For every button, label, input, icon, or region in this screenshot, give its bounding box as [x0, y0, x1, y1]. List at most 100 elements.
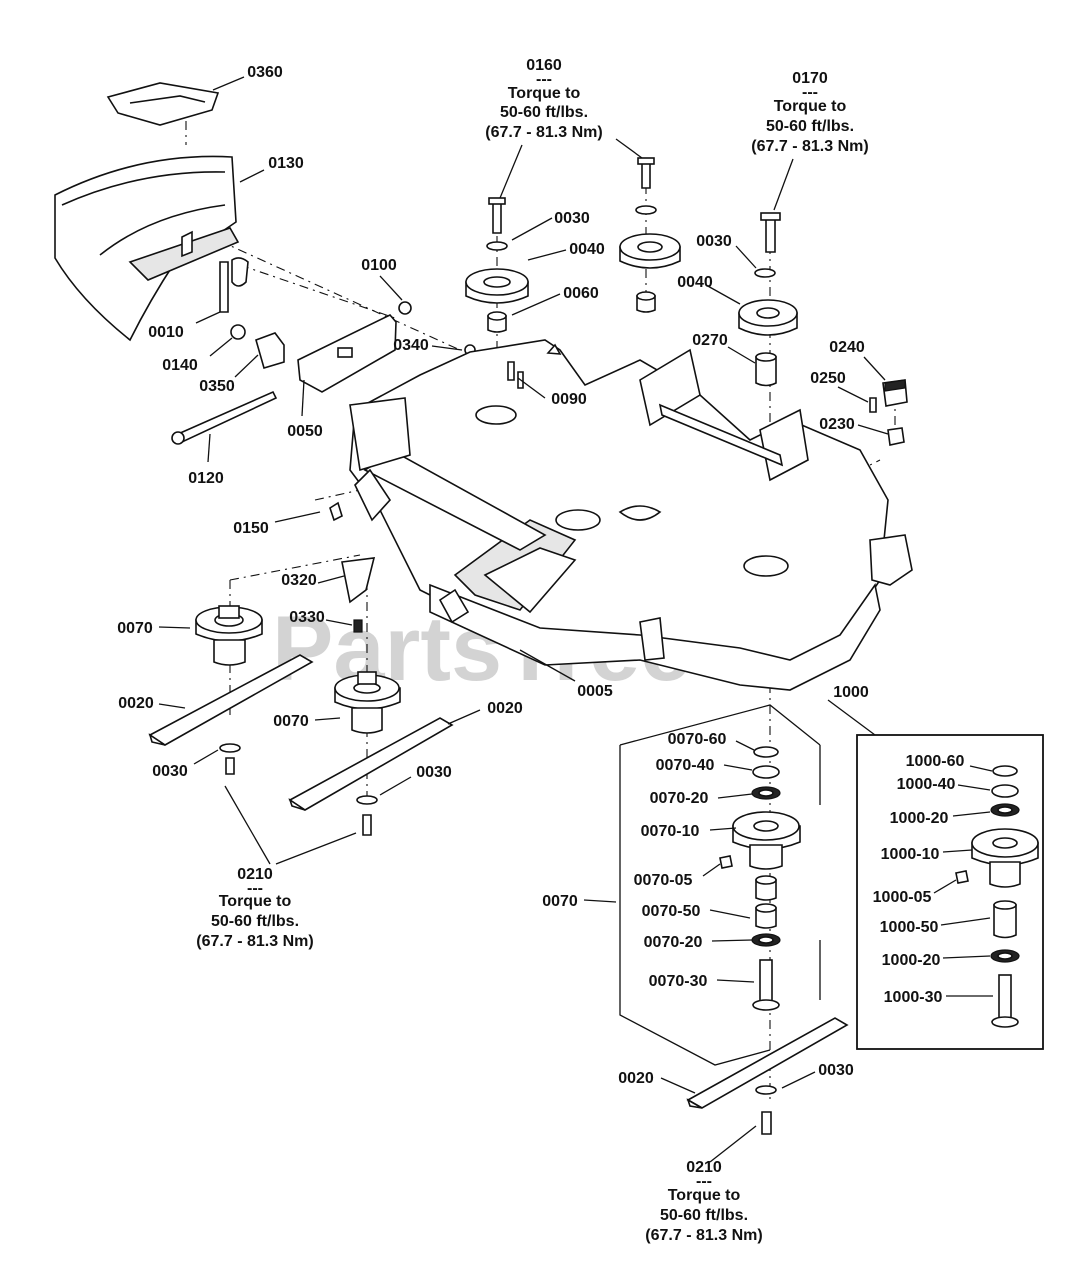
torque-0170-line2: 50-60 ft/lbs. — [766, 118, 854, 135]
callout-0210-b: 0210 — [686, 1159, 722, 1176]
callout-0010: 0010 — [148, 324, 184, 341]
bracket-0350 — [255, 332, 285, 369]
torque-0210a-line1: Torque to — [219, 893, 292, 910]
callout-0020-c: 0020 — [618, 1070, 654, 1087]
callout-0070-b: 0070 — [273, 713, 309, 730]
kit-1000-item: 1000-50 — [880, 919, 939, 936]
callout-0140: 0140 — [162, 357, 198, 374]
chute-spring — [231, 257, 249, 287]
callout-0100: 0100 — [361, 257, 397, 274]
kit-1000-item: 1000-20 — [890, 810, 949, 827]
bolt-0210-left — [225, 757, 235, 775]
callout-0330: 0330 — [289, 609, 325, 626]
callout-0030-e: 0030 — [818, 1062, 854, 1079]
washer-0030-left — [486, 241, 508, 251]
callout-0160: 0160 — [526, 57, 562, 74]
callout-0090: 0090 — [551, 391, 587, 408]
bolt-0210-center — [362, 814, 372, 836]
callout-0270: 0270 — [692, 332, 728, 349]
callout-0210-a: 0210 — [237, 866, 273, 883]
bolt-0150 — [329, 501, 343, 522]
bolt-0330 — [353, 619, 363, 633]
callout-0230: 0230 — [819, 416, 855, 433]
callout-0360: 0360 — [247, 64, 283, 81]
callout-0120: 0120 — [188, 470, 224, 487]
torque-0210b-line1: Torque to — [668, 1187, 741, 1204]
kit-1000-item: 1000-05 — [873, 889, 932, 906]
callout-0340: 0340 — [393, 337, 429, 354]
callout-0020-b: 0020 — [487, 700, 523, 717]
kit-0070-item: 0070-20 — [650, 790, 709, 807]
kit-1000-labels: 1000-60 1000-40 1000-20 1000-10 1000-05 … — [873, 753, 965, 1006]
bolt-0160-left — [492, 201, 502, 234]
callout-0170: 0170 — [792, 70, 828, 87]
kit-1000-item: 1000-10 — [881, 846, 940, 863]
washer-0030-idler — [754, 268, 776, 278]
deck-hardware — [329, 157, 908, 633]
callout-0350: 0350 — [199, 378, 235, 395]
callout-0005: 0005 — [577, 683, 613, 700]
blade-0020-left — [148, 654, 314, 746]
chute-rod-0010 — [219, 261, 229, 313]
mower-deck-0005 — [349, 339, 913, 691]
leader-lines — [158, 76, 993, 1163]
callout-0060: 0060 — [563, 285, 599, 302]
kit-0070-labels: 0070-60 0070-40 0070-20 0070-10 0070-05 … — [634, 731, 727, 990]
bolt-0160-right — [641, 161, 651, 189]
torque-0170-line1: Torque to — [774, 98, 847, 115]
callout-0240: 0240 — [829, 339, 865, 356]
torque-0160-line3: (67.7 - 81.3 Nm) — [485, 124, 602, 141]
callout-0150: 0150 — [233, 520, 269, 537]
screw-0250 — [869, 397, 877, 413]
torque-0210b-line3: (67.7 - 81.3 Nm) — [645, 1227, 762, 1244]
callout-0030-c: 0030 — [152, 763, 188, 780]
callout-0250: 0250 — [810, 370, 846, 387]
washer-0030-center-blade — [356, 795, 378, 805]
callout-0070-a: 0070 — [117, 620, 153, 637]
bolt-0170 — [765, 217, 776, 253]
torque-0210a-line2: 50-60 ft/lbs. — [211, 913, 299, 930]
torque-0210a-line3: (67.7 - 81.3 Nm) — [196, 933, 313, 950]
bolt-0090 — [507, 361, 515, 381]
torque-0160-sep: --- — [536, 71, 552, 88]
callout-0070-c: 0070 — [542, 893, 578, 910]
nut-0140 — [230, 324, 246, 340]
baffle-0320 — [341, 557, 376, 604]
torque-0210b-line2: 50-60 ft/lbs. — [660, 1207, 748, 1224]
kit-1000-box — [856, 734, 1044, 1050]
kit-1000-item: 1000-20 — [882, 952, 941, 969]
kit-1000-item: 1000-40 — [897, 776, 956, 793]
kit-0070-exploded — [619, 704, 821, 1066]
callout-0030-a: 0030 — [554, 210, 590, 227]
torque-0160-line1: Torque to — [508, 85, 581, 102]
kit-0070-item: 0070-20 — [644, 934, 703, 951]
callout-labels: 0360 0130 0010 0140 0350 0100 0340 0050 … — [117, 57, 869, 1244]
torque-0160-line2: 50-60 ft/lbs. — [500, 104, 588, 121]
kit-1000-item: 1000-30 — [884, 989, 943, 1006]
spindle-center-0070 — [288, 671, 454, 836]
kit-0070-item: 0070-40 — [656, 757, 715, 774]
washer-0030-right — [635, 205, 657, 215]
callout-0030-d: 0030 — [416, 764, 452, 781]
nut-0100 — [398, 301, 412, 315]
pivot-rod-0120 — [176, 390, 278, 444]
callout-0040-b: 0040 — [677, 274, 713, 291]
torque-0210b-sep: --- — [696, 1173, 712, 1190]
blade-right-0020 — [686, 1017, 849, 1135]
washer-0030-left-blade — [219, 743, 241, 753]
kit-0070-item: 0070-30 — [649, 973, 708, 990]
kit-0070-item: 0070-50 — [642, 903, 701, 920]
kit-0070-item: 0070-60 — [668, 731, 727, 748]
callout-0020-a: 0020 — [118, 695, 154, 712]
kit-1000-title: 1000 — [833, 684, 869, 701]
kit-1000-item: 1000-60 — [906, 753, 965, 770]
kit-0070-item: 0070-10 — [641, 823, 700, 840]
callout-0040-a: 0040 — [569, 241, 605, 258]
chute-bracket-0360 — [106, 82, 220, 126]
callout-0130: 0130 — [268, 155, 304, 172]
spacer-0270 — [755, 356, 777, 387]
torque-0170-sep: --- — [802, 84, 818, 101]
kit-0070-item: 0070-05 — [634, 872, 693, 889]
torque-0210a-sep: --- — [247, 880, 263, 897]
